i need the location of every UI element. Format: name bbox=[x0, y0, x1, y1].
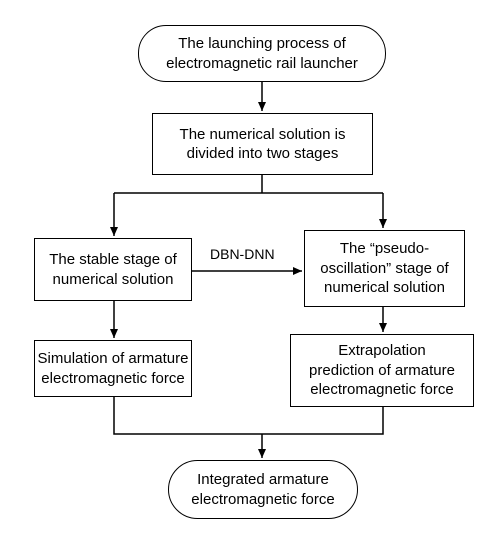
extrapolation-node: Extrapolation prediction of armature ele… bbox=[290, 334, 474, 407]
connector-merge bbox=[113, 397, 384, 435]
integrated-node-line-2: electromagnetic force bbox=[191, 490, 335, 508]
start-node: The launching process of electromagnetic… bbox=[138, 25, 386, 82]
divide-node-line-2: divided into two stages bbox=[186, 145, 339, 162]
pseudo-node-line-2: oscillation” stage of bbox=[320, 259, 449, 277]
start-node-line-2: electromagnetic rail launcher bbox=[166, 54, 358, 72]
simulation-node: Simulation of armature electromagnetic f… bbox=[34, 340, 192, 397]
pseudo-node-line-3: numerical solution bbox=[324, 279, 445, 297]
integrated-node-line-1: Integrated armature bbox=[197, 471, 329, 488]
stable-node-line-2: numerical solution bbox=[52, 270, 174, 288]
divide-node-line-1: The numerical solution is bbox=[179, 125, 346, 143]
stable-node-line-1: The stable stage of bbox=[49, 251, 177, 268]
divide-stages-node: The numerical solution is divided into t… bbox=[152, 113, 373, 175]
simulation-node-line-1: Simulation of armature bbox=[37, 350, 189, 367]
start-node-line-1: The launching process of bbox=[178, 35, 346, 52]
stable-stage-node: The stable stage of numerical solution bbox=[34, 238, 192, 301]
simulation-node-line-2: electromagnetic force bbox=[41, 369, 185, 387]
pseudo-oscillation-stage-node: The “pseudo- oscillation” stage of numer… bbox=[304, 230, 465, 307]
extrapolation-node-line-3: electromagnetic force bbox=[310, 381, 454, 399]
extrapolation-node-line-1: Extrapolation bbox=[338, 342, 426, 360]
integrated-force-node: Integrated armature electromagnetic forc… bbox=[168, 460, 358, 519]
extrapolation-node-line-2: prediction of armature bbox=[309, 361, 455, 379]
pseudo-node-line-1: The “pseudo- bbox=[339, 240, 430, 258]
dbn-dnn-edge-label: DBN-DNN bbox=[210, 246, 275, 262]
connector-divide-split bbox=[114, 175, 383, 194]
